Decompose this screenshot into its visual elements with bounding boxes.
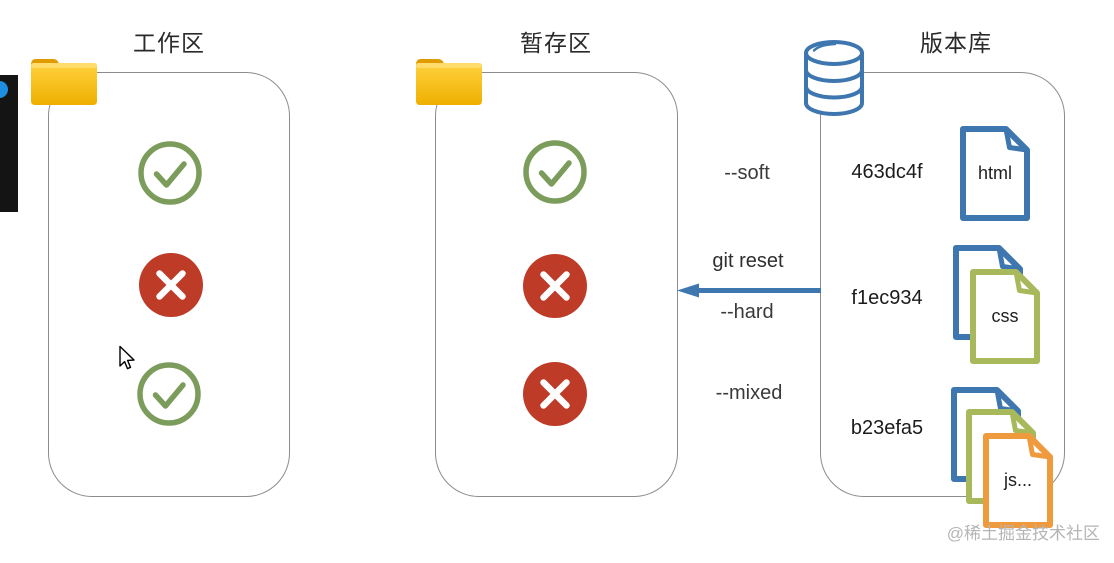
file-label: js... <box>1003 470 1032 490</box>
watermark: @稀土掘金技术社区 <box>946 524 1100 543</box>
file-icon-js: js... <box>981 431 1055 530</box>
status-cross-icon <box>521 252 589 320</box>
folder-icon <box>27 53 101 107</box>
workspace-panel <box>48 72 290 497</box>
reset-mode-hard: --hard <box>720 301 774 323</box>
repository-panel: 463dc4f html f1ec934 css b23efa5 <box>820 72 1065 528</box>
mouse-cursor-icon <box>114 344 138 372</box>
commit-hash: f1ec934 <box>851 287 923 309</box>
status-cross-icon <box>521 360 589 428</box>
git-reset-label: git reset <box>712 250 784 272</box>
status-check-icon <box>135 360 203 428</box>
file-label: css <box>991 306 1019 326</box>
git-reset-arrow <box>677 282 821 299</box>
workspace-title: 工作区 <box>133 30 205 56</box>
reset-mode-mixed: --mixed <box>715 382 783 404</box>
file-label: html <box>977 163 1012 183</box>
staging-panel <box>435 72 678 497</box>
staging-title: 暂存区 <box>520 30 592 56</box>
file-icon-html: html <box>958 124 1032 223</box>
status-cross-icon <box>137 251 205 319</box>
status-check-icon <box>136 139 204 207</box>
status-check-icon <box>521 138 589 206</box>
commit-hash: 463dc4f <box>851 161 923 183</box>
database-icon <box>801 37 867 123</box>
commit-hash: b23efa5 <box>850 417 924 439</box>
folder-icon <box>412 53 486 107</box>
reset-mode-soft: --soft <box>724 162 770 184</box>
taskbar-app-icon <box>0 81 8 98</box>
repository-title: 版本库 <box>920 30 992 56</box>
file-icon-css: css <box>968 267 1042 366</box>
left-edge-taskbar <box>0 75 18 212</box>
